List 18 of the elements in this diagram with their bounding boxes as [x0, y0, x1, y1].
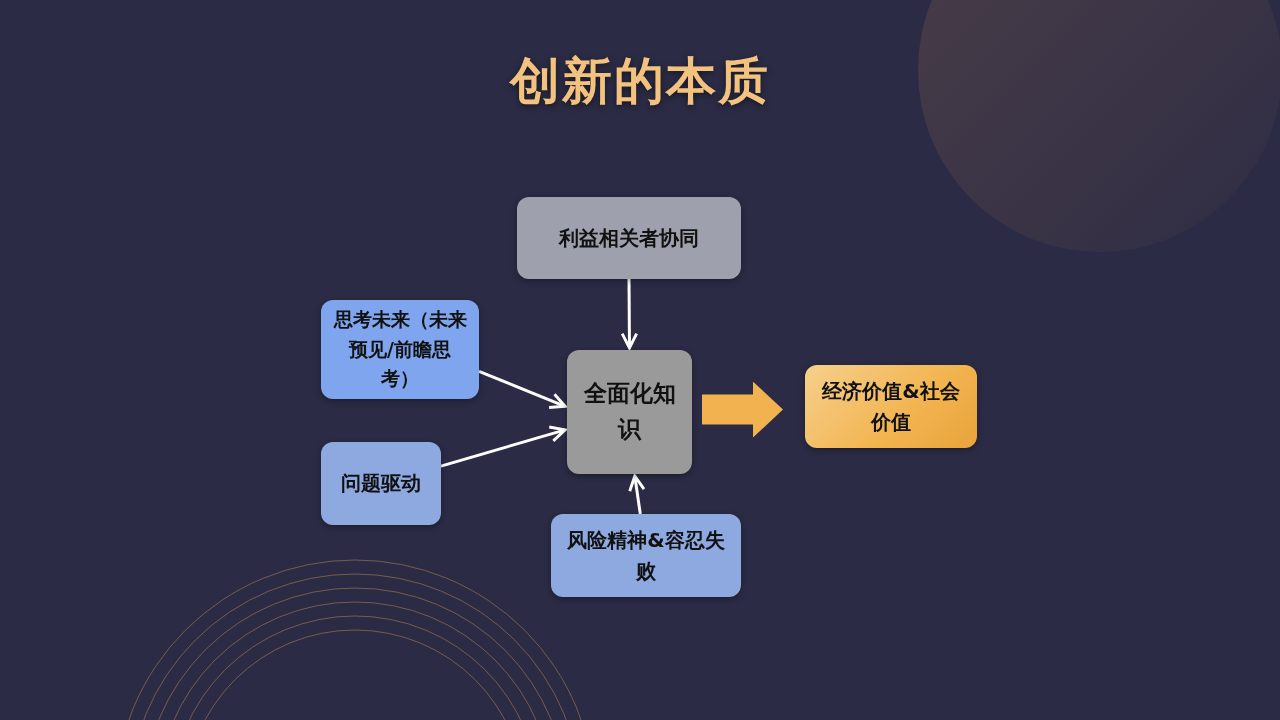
node-label: 风险精神&容忍失败 — [566, 526, 726, 585]
node-label: 思考未来（未来预见/前瞻思考） — [332, 307, 468, 392]
arrow — [620, 279, 638, 350]
arrow — [628, 474, 646, 515]
process-box — [517, 197, 741, 279]
arrow — [478, 369, 567, 409]
node-label: 利益相关者协同 — [559, 224, 699, 252]
result-box — [805, 365, 977, 448]
node-label: 全面化知识 — [582, 379, 677, 444]
block-arrow — [702, 381, 783, 438]
node-label: 经济价值&社会价值 — [820, 377, 961, 436]
arrow — [440, 425, 567, 468]
process-box — [321, 300, 479, 399]
process-box — [551, 514, 741, 597]
center-box — [567, 350, 692, 474]
title: 创新的本质 — [508, 50, 771, 112]
node-label: 问题驱动 — [341, 470, 421, 497]
process-box — [321, 442, 441, 525]
